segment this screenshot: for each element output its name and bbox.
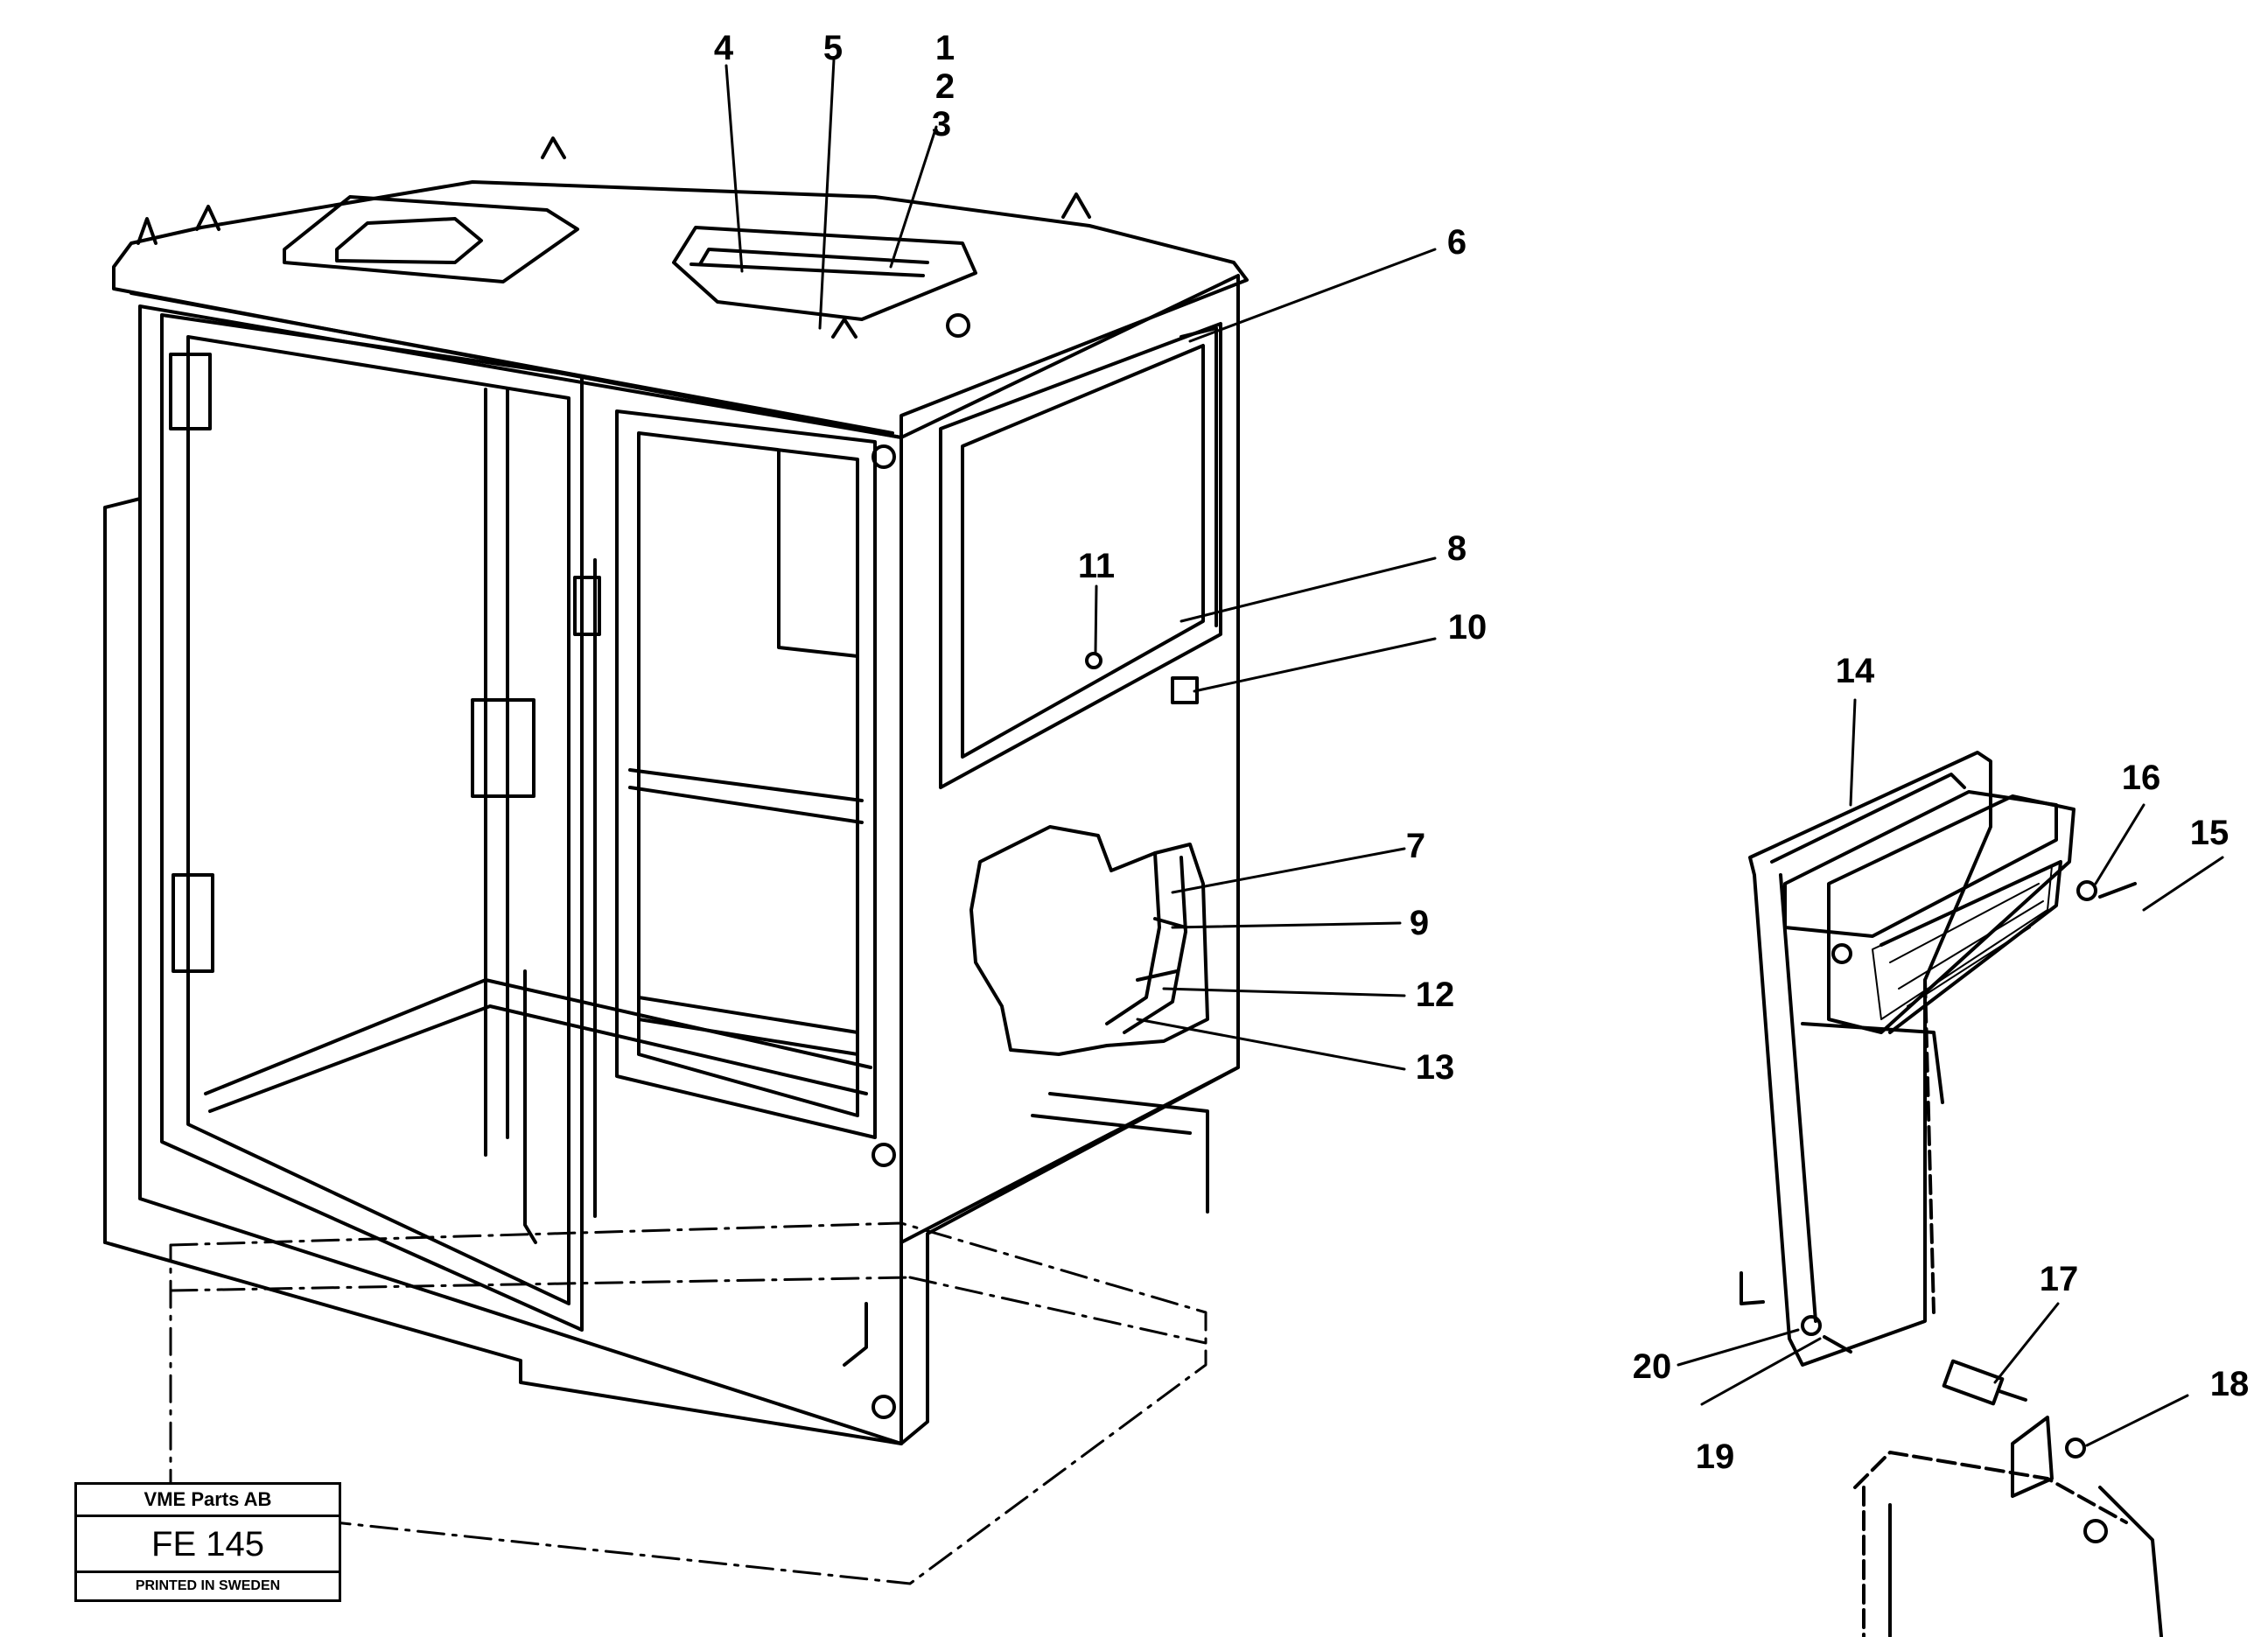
callout-10: 10	[1448, 608, 1488, 647]
callout-2: 2	[935, 67, 955, 106]
work-light-assembly	[1740, 751, 2163, 1637]
callout-9: 9	[1410, 904, 1429, 942]
callout-18: 18	[2210, 1365, 2250, 1403]
callout-17: 17	[2040, 1260, 2079, 1298]
callout-13: 13	[1416, 1048, 1455, 1087]
callout-15: 15	[2190, 814, 2230, 852]
callout-19: 19	[1696, 1438, 1735, 1476]
cab-body	[103, 136, 1249, 1445]
callout-8: 8	[1447, 529, 1466, 568]
callout-labels: 1 2 3 4 5 6 7 8 9 10 11 12 13 14 15 16 1…	[714, 29, 2249, 1476]
leader-lines	[724, 58, 2224, 1447]
callout-5: 5	[823, 29, 843, 67]
callout-1: 1	[935, 29, 955, 67]
title-block: VME Parts AB FE 145 PRINTED IN SWEDEN	[74, 1482, 341, 1602]
callout-3: 3	[932, 105, 951, 143]
callout-4: 4	[714, 29, 734, 67]
callout-11: 11	[1078, 547, 1115, 585]
callout-14: 14	[1836, 652, 1875, 690]
callout-7: 7	[1406, 827, 1425, 865]
title-block-company: VME Parts AB	[77, 1485, 339, 1517]
callout-20: 20	[1633, 1347, 1672, 1386]
callout-6: 6	[1447, 223, 1466, 262]
title-block-footer: PRINTED IN SWEDEN	[135, 1578, 281, 1593]
callout-16: 16	[2122, 759, 2161, 797]
callout-12: 12	[1416, 976, 1455, 1014]
title-block-code: FE 145	[77, 1517, 339, 1573]
